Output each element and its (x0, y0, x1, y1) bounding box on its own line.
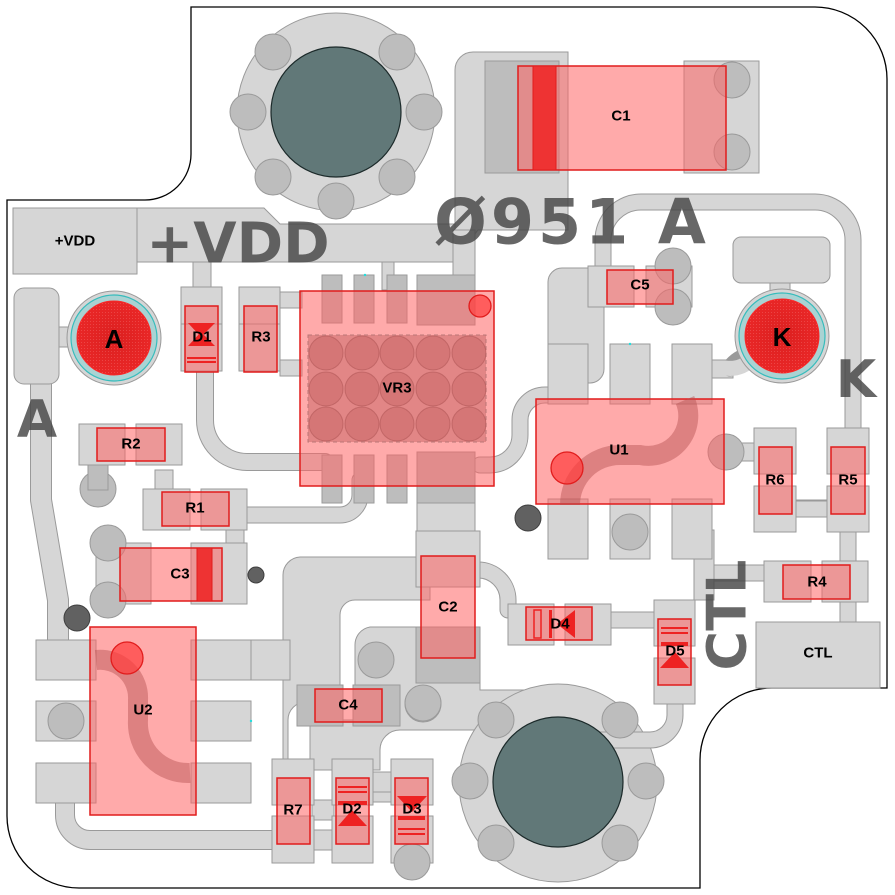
silkscreen-part-number: Ø951 A (434, 186, 710, 259)
test-point-anode-label: A (105, 324, 124, 354)
mounting-hole-bottom (451, 701, 665, 862)
component-VR3[interactable]: VR3 (299, 290, 495, 487)
component-R1[interactable]: R1 (161, 491, 230, 527)
ref-C5: C5 (630, 277, 649, 294)
diode-symbol-icon (338, 810, 367, 826)
marker-dot (249, 719, 253, 723)
thermal-via-array (308, 335, 487, 442)
component-C5[interactable]: C5 (606, 269, 674, 305)
component-C3[interactable]: C3 (119, 547, 223, 602)
component-D5[interactable]: D5 (657, 618, 692, 686)
ref-R3: R3 (251, 329, 270, 346)
mounting-hole-drill (270, 46, 402, 178)
ref-R4: R4 (807, 574, 827, 591)
pin1-marker-icon (468, 294, 492, 318)
silkscreen-ctl: CTL (696, 560, 759, 671)
component-C1[interactable]: C1 (517, 65, 727, 171)
pin1-marker-icon (110, 641, 144, 675)
component-C4[interactable]: C4 (314, 688, 383, 723)
diode-symbol-icon (557, 610, 575, 638)
component-U1[interactable]: U1 (535, 396, 725, 506)
ref-D2: D2 (342, 801, 361, 818)
component-C2[interactable]: C2 (420, 555, 476, 659)
ref-R1: R1 (185, 500, 204, 517)
ref-C4: C4 (338, 697, 358, 714)
mounting-hole-drill (492, 716, 624, 848)
component-R4[interactable]: R4 (782, 564, 851, 600)
diode-symbol-icon (188, 332, 215, 346)
component-D3[interactable]: D3 (394, 777, 429, 845)
ref-D1: D1 (192, 329, 211, 346)
ref-U2: U2 (133, 702, 152, 719)
ref-R5: R5 (838, 472, 857, 489)
ref-U1: U1 (609, 442, 628, 459)
silkscreen: +VDD Ø951 A A K CTL (17, 186, 878, 671)
component-R6[interactable]: R6 (758, 446, 793, 515)
ctl-connector-label: CTL (803, 645, 832, 662)
component-R3[interactable]: R3 (243, 305, 278, 373)
mounting-hole-top (229, 33, 443, 220)
marker-dot (363, 273, 367, 277)
ref-C1: C1 (611, 108, 630, 125)
ref-R2: R2 (121, 436, 140, 453)
component-R2[interactable]: R2 (96, 427, 166, 462)
silkscreen-vdd: +VDD (146, 212, 329, 277)
test-point-cathode[interactable]: K (734, 288, 830, 384)
ref-D4: D4 (550, 616, 570, 633)
ref-VR3: VR3 (382, 380, 411, 397)
marker-dot (628, 342, 632, 346)
component-R5[interactable]: R5 (830, 446, 866, 515)
ctl-connector-pad[interactable] (755, 621, 881, 689)
test-point-anode[interactable]: A (66, 290, 162, 386)
diode-symbol-icon (397, 796, 427, 812)
test-point-cathode-label: K (773, 322, 792, 352)
component-D1[interactable]: D1 (184, 305, 219, 373)
component-R7[interactable]: R7 (276, 777, 311, 845)
ref-D5: D5 (665, 643, 684, 660)
ref-C2: C2 (438, 599, 457, 616)
diode-symbol-icon (660, 652, 689, 668)
vdd-connector-label: +VDD (55, 233, 96, 250)
component-U2[interactable]: U2 (89, 626, 197, 816)
vdd-connector-pad[interactable] (12, 207, 138, 275)
diode-symbol-icon (188, 323, 215, 337)
silkscreen-cathode: K (836, 350, 878, 410)
silkscreen-anode: A (17, 390, 57, 450)
component-D2[interactable]: D2 (335, 777, 370, 845)
component-D4[interactable]: D4 (525, 606, 593, 641)
ref-R7: R7 (283, 802, 302, 819)
ref-D3: D3 (402, 801, 421, 818)
ref-C3: C3 (170, 566, 189, 583)
ref-R6: R6 (765, 472, 784, 489)
pin1-marker-icon (550, 451, 584, 485)
